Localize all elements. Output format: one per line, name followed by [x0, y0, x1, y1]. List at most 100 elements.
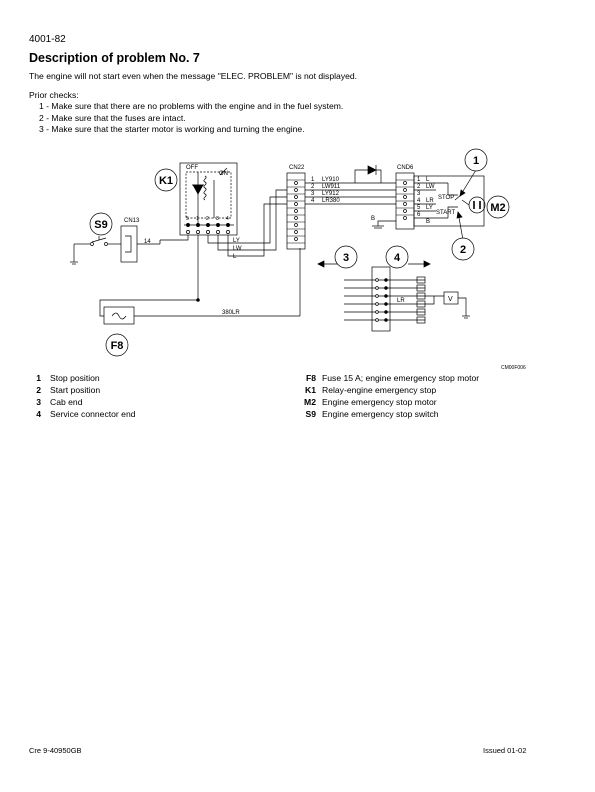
connector-cn22 [286, 172, 306, 250]
legend-key: 3 [36, 397, 41, 407]
legend-key: 4 [36, 409, 41, 419]
legend-text: Cab end [50, 397, 83, 407]
cnd6-wire-label: B [426, 219, 430, 225]
callout-4 [385, 245, 409, 269]
callout-1 [464, 148, 488, 172]
fuse-icon [111, 312, 127, 320]
legend-item: 1 Stop position [30, 372, 136, 384]
motor-start-label: START [436, 210, 455, 216]
relay-pin-label: 1 [196, 216, 199, 222]
relay-on-label: ON [219, 171, 228, 177]
legend-text: Fuse 15 A; engine emergency stop motor [322, 373, 480, 383]
legend-item: M2 Engine emergency stop motor [288, 396, 479, 408]
cnd6-pin-label: 4 [417, 198, 421, 204]
legend-text: Relay-engine emergency stop [322, 385, 437, 395]
wire-label: L [233, 254, 237, 260]
relay-pin-label: 3 [216, 216, 219, 222]
page-reference: 4001-82 [29, 34, 66, 45]
callout-1-number: 1 [473, 155, 479, 167]
legend-text: Engine emergency stop switch [322, 409, 439, 419]
cn22-label: CN22 [289, 165, 305, 171]
switch-s9-label: S9 [94, 219, 107, 231]
callout-3 [334, 245, 358, 269]
cnd6-wire-label: LY [426, 205, 433, 211]
cn22-pin-label: 4 [311, 198, 315, 204]
legend-key: K1 [305, 385, 316, 395]
prior-checks-list: 1 - Make sure that there are no problems… [39, 101, 343, 136]
issue-date: Issued 01-02 [483, 746, 527, 755]
cnd6-pin-label: 1 [417, 177, 421, 183]
legend-text: Start position [50, 385, 101, 395]
cnd6-pin-label: 2 [417, 184, 421, 190]
wire-label: LW911 [322, 184, 341, 190]
cnd6-wire-label: LR [426, 198, 434, 204]
prior-check-item: 1 - Make sure that there are no problems… [39, 101, 344, 111]
callout-2 [451, 237, 475, 261]
legend-key: S9 [305, 409, 316, 419]
cnd6-pin-label: 3 [417, 191, 421, 197]
relay-k1-box [179, 162, 238, 236]
legend-right: F8 Fuse 15 A; engine emergency stop motor… [288, 372, 479, 420]
relay-k1-callout [154, 168, 178, 192]
wire-label: LY [233, 238, 240, 244]
cn22-pin-label: 3 [311, 191, 315, 197]
cnd6-label: CND6 [397, 165, 414, 171]
wire-label: LW [233, 246, 242, 252]
fuse-f8-label: F8 [111, 340, 124, 352]
legend-text: Stop position [50, 373, 100, 383]
relay-pin-label: 5 [186, 216, 189, 222]
wire-label: LY910 [322, 177, 340, 183]
legend-key: 2 [36, 385, 41, 395]
relay-off-label: OFF [186, 165, 198, 171]
callout-3-number: 3 [343, 252, 349, 264]
document-reference: Cre 9-40950GB [29, 746, 82, 755]
wire-label: LR380 [322, 198, 340, 204]
wiring-diagram: OFF ON 5 1 2 3 4 CN22 CND6 CN13 1 2 3 4 … [70, 148, 526, 371]
prior-check-item: 2 - Make sure that the fuses are intact. [39, 112, 186, 123]
switch-s9-callout [89, 212, 113, 236]
wire-label: 14 [144, 239, 151, 245]
motor-m2-label: M2 [490, 202, 505, 214]
cnd6-wire-label: L [426, 177, 430, 183]
wire-label: LR [397, 298, 405, 304]
connector-cn13 [120, 225, 138, 263]
legend-item: 2 Start position [30, 384, 136, 396]
relay-pin-label: 4 [226, 216, 229, 222]
legend-item: 4 Service connector end [30, 408, 136, 420]
service-connector [371, 266, 391, 332]
wire-label: LY912 [322, 191, 340, 197]
legend-key: 1 [36, 373, 41, 383]
fuse-f8-callout [105, 333, 129, 357]
motor-stop-label: STOP [438, 195, 454, 201]
relay-k1-label: K1 [159, 175, 173, 187]
wire-label: 380LR [222, 310, 240, 316]
cn22-pin-label: 2 [311, 184, 315, 190]
legend-text: Engine emergency stop motor [322, 397, 437, 407]
problem-description: The engine will not start even when the … [29, 71, 358, 81]
page-title: Description of problem No. 7 [29, 51, 200, 65]
fuse-f8-box [103, 306, 135, 325]
legend-item: K1 Relay-engine emergency stop [288, 384, 479, 396]
relay-pin-label: 2 [206, 216, 209, 222]
legend-item: F8 Fuse 15 A; engine emergency stop motor [288, 372, 479, 384]
cn22-pin-label: 1 [311, 177, 315, 183]
legend-key: F8 [305, 373, 316, 383]
legend-item: S9 Engine emergency stop switch [288, 408, 479, 420]
cnd6-pin-label: 5 [417, 205, 421, 211]
figure-reference: CM00F006 [501, 365, 526, 371]
callout-4-number: 4 [394, 252, 401, 264]
cnd6-pin-label: 6 [417, 212, 421, 218]
wire-label: B [371, 216, 375, 222]
motor-icon [468, 196, 486, 214]
legend-item: 3 Cab end [30, 396, 136, 408]
cn13-label: CN13 [124, 218, 140, 224]
motor-m2-callout [486, 195, 510, 219]
cnd6-wire-label: LW [426, 184, 435, 190]
prior-checks-heading: Prior checks: [29, 90, 79, 100]
voltmeter-label: V [448, 296, 453, 303]
callout-2-number: 2 [460, 244, 466, 256]
legend-key: M2 [304, 397, 316, 407]
legend-text: Service connector end [50, 409, 136, 419]
prior-check-item: 3 - Make sure that the starter motor is … [39, 124, 305, 134]
